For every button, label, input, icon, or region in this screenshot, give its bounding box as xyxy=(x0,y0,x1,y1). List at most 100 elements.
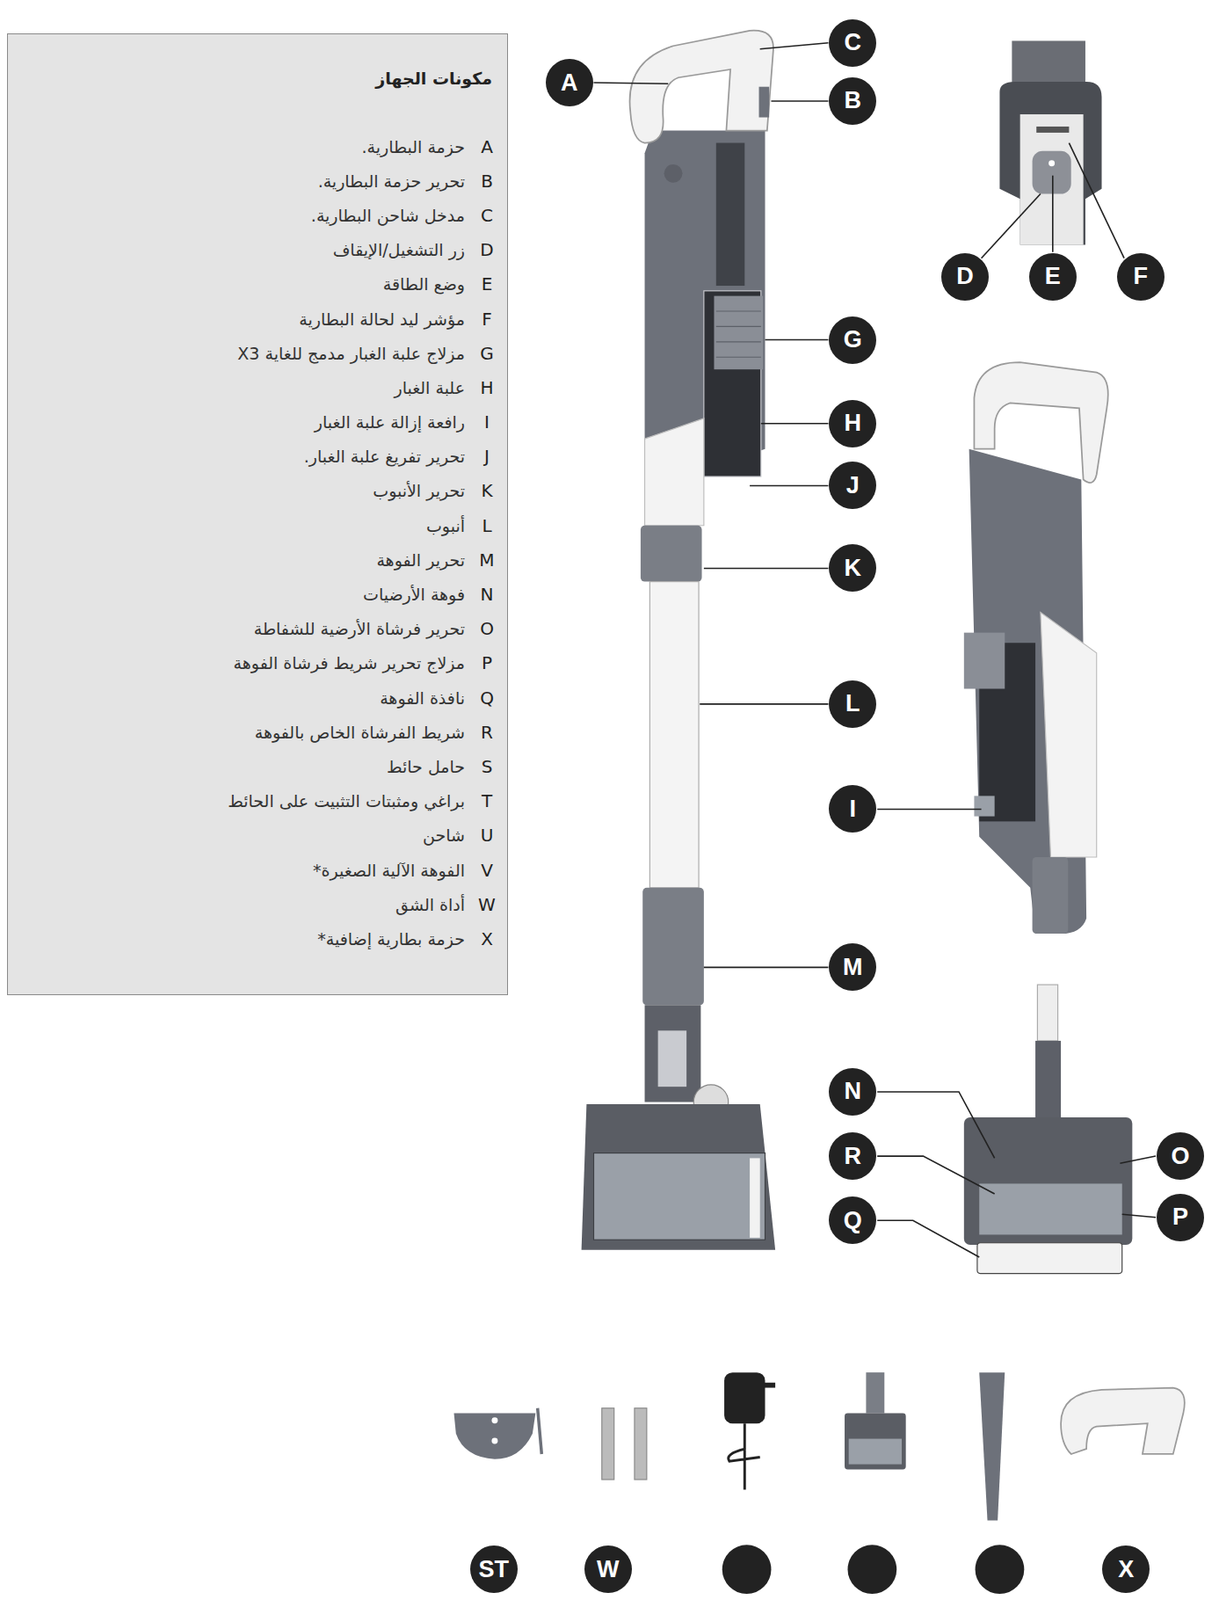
callout-badge: J xyxy=(827,460,878,510)
callout-badge: ST xyxy=(469,1544,519,1594)
callout-badge: C xyxy=(827,18,878,68)
part-letter: P xyxy=(473,652,501,674)
handheld-white-panel xyxy=(1040,611,1097,857)
legend-row: رافعة إزالة علبة الغبار I xyxy=(7,405,508,440)
handheld-view xyxy=(964,362,1109,934)
neck-spring xyxy=(658,1030,687,1087)
head-neck xyxy=(1035,1040,1061,1123)
callout-letter: I xyxy=(849,797,857,821)
callout-circle xyxy=(828,461,877,509)
part-letter: U xyxy=(473,824,501,846)
leader-line xyxy=(594,82,669,84)
callout-letter: M xyxy=(842,955,864,980)
callout-circle xyxy=(828,1196,877,1244)
legend-row: براغي ومثبتات التثبيت على الحائط T xyxy=(7,783,508,819)
part-letter: L xyxy=(473,515,501,537)
callout-letter: N xyxy=(844,1079,863,1103)
battery-release xyxy=(759,87,770,118)
callout-letter: J xyxy=(846,473,860,498)
legend-row: تحرير حزمة البطارية.B xyxy=(7,163,508,198)
charger-body xyxy=(724,1371,765,1423)
handheld-nozzle xyxy=(1032,856,1069,934)
callout-circle xyxy=(828,77,877,125)
control-inset xyxy=(999,40,1102,245)
handheld-latch xyxy=(964,632,1005,690)
callout-letter: D xyxy=(956,264,974,289)
callout-letter: F xyxy=(1132,264,1148,289)
part-letter: J xyxy=(473,445,501,467)
head-brush xyxy=(979,1182,1122,1234)
part-description: تحرير الأنبوب xyxy=(372,480,465,501)
legend-row: تحرير الفوهةM xyxy=(7,542,508,577)
brush-end xyxy=(749,1157,761,1238)
callout-letter: O xyxy=(1170,1144,1190,1169)
callout-letter: G xyxy=(843,327,863,352)
legend-row: تحرير تفريغ علبة الغبار. J xyxy=(7,439,508,474)
callout-letter: X xyxy=(1117,1557,1134,1582)
screw xyxy=(602,1407,615,1480)
wall-mount xyxy=(453,1413,536,1459)
legend-row: حزمة بطارية إضافية*X xyxy=(7,921,508,956)
callout-badge: G xyxy=(827,315,878,365)
accessories xyxy=(453,1371,1184,1520)
legend-row: زر التشغيل/الإيقافD xyxy=(7,232,508,268)
part-description: براغي ومثبتات التثبيت على الحائط xyxy=(227,790,465,811)
callout-badge: K xyxy=(827,543,878,593)
part-description: شاحن xyxy=(422,825,465,845)
callout-badge: P xyxy=(1155,1192,1205,1242)
callout-badge: F xyxy=(1116,252,1166,302)
part-letter: D xyxy=(473,239,501,261)
leader-line xyxy=(1068,143,1125,259)
part-letter: W xyxy=(473,893,501,915)
callout-letter: Q xyxy=(843,1208,863,1233)
part-description: تحرير تفريغ علبة الغبار. xyxy=(304,446,465,466)
part-letter: V xyxy=(473,859,501,881)
part-letter: I xyxy=(473,411,501,433)
callout-badge: M xyxy=(827,942,878,992)
part-letter: T xyxy=(473,790,501,812)
part-description: رافعة إزالة علبة الغبار xyxy=(314,412,465,432)
mini-tool-head xyxy=(844,1413,907,1470)
callout-badge: W xyxy=(583,1544,633,1594)
callout-circle xyxy=(828,943,877,991)
callout-circle xyxy=(828,544,877,592)
callout-circle xyxy=(828,316,877,364)
part-letter: F xyxy=(473,308,501,330)
leader-line xyxy=(760,43,829,50)
part-description: مزلاج علبة الغبار مدمج للغاية X3 xyxy=(237,343,465,363)
logo-dot xyxy=(664,164,683,183)
callout-circle xyxy=(1029,253,1077,301)
callout-circle xyxy=(545,58,594,107)
leader-line xyxy=(761,422,829,425)
callout-circle xyxy=(1102,1545,1150,1593)
callout-badge: O xyxy=(1155,1131,1205,1181)
part-description: حزمة البطارية. xyxy=(362,137,466,157)
tube-connector xyxy=(640,525,703,582)
blank-callout xyxy=(722,1544,772,1594)
blank-callout xyxy=(848,1544,898,1594)
part-letter: O xyxy=(473,617,501,639)
part-letter: H xyxy=(473,377,501,399)
callout-circle xyxy=(584,1545,632,1593)
legend-row: حزمة البطارية.A xyxy=(7,129,508,164)
part-description: أداة الشق xyxy=(395,894,465,915)
crevice-tool xyxy=(979,1371,1005,1520)
callout-letter: E xyxy=(1044,264,1061,289)
callout-letter: H xyxy=(844,411,863,436)
part-letter: E xyxy=(473,273,501,295)
legend-row: أداة الشق W xyxy=(7,886,508,922)
white-panel xyxy=(645,418,704,526)
callout-circle xyxy=(470,1545,518,1593)
head-body xyxy=(964,1117,1133,1245)
part-description: تحرير فرشاة الأرضية للشفاطة xyxy=(253,618,465,639)
part-description: مدخل شاحن البطارية. xyxy=(311,205,465,225)
legend-row: تحرير فرشاة الأرضية للشفاطة O xyxy=(7,611,508,646)
callout-circle xyxy=(1156,1131,1205,1180)
callout-circle xyxy=(828,784,877,833)
callout-circle xyxy=(828,680,877,728)
callout-letter: R xyxy=(844,1144,863,1169)
callout-badge: X xyxy=(1101,1544,1151,1594)
legend-row: أنبوبL xyxy=(7,507,508,543)
legend-row: مؤشر ليد لحالة البطاريةF xyxy=(7,301,508,336)
callout-letter: P xyxy=(1172,1204,1189,1229)
